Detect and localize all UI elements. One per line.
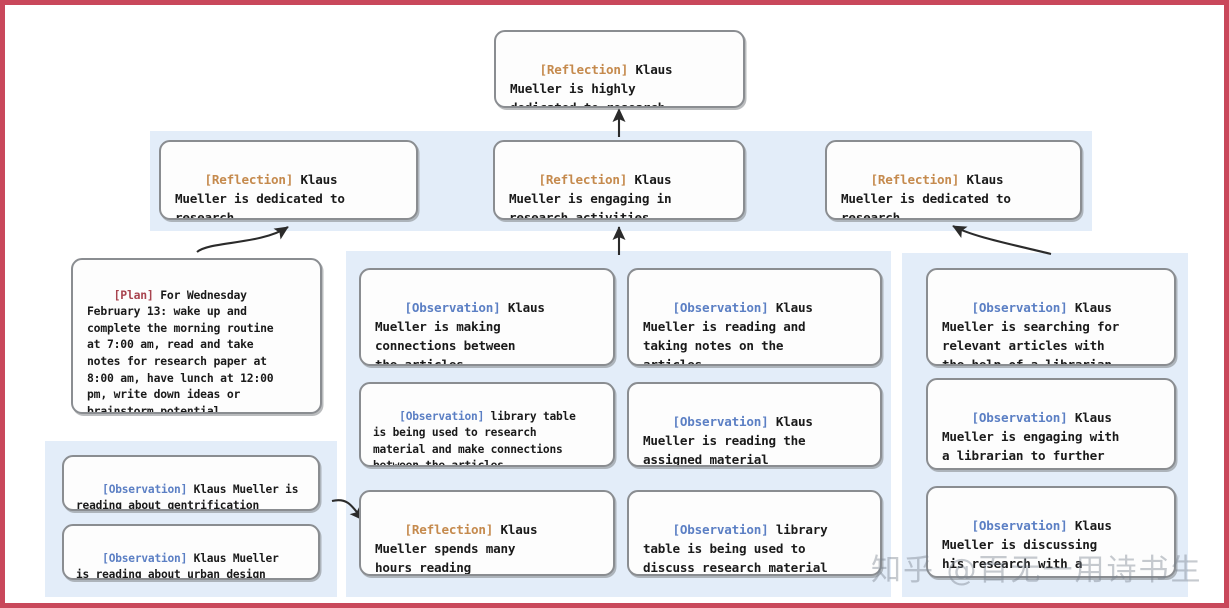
node-text: Klaus Mueller is making connections betw… — [375, 300, 545, 366]
node-col-c-3[interactable]: [Observation] Klaus Mueller is discussin… — [926, 486, 1176, 578]
tag-plan: [Plan] — [113, 287, 154, 302]
node-text: Klaus Mueller spends many hours reading — [375, 522, 538, 575]
node-text: Klaus Mueller is searching for relevant … — [942, 300, 1120, 366]
node-col-a-2[interactable]: [Observation] library table is being use… — [359, 382, 615, 467]
node-text: Klaus Mueller is discussing his research… — [942, 518, 1112, 576]
node-top-reflection[interactable]: [Reflection] Klaus Mueller is highly ded… — [494, 30, 745, 108]
node-text: library table is being used to discuss r… — [643, 522, 828, 575]
node-text: Klaus Mueller is engaging in research ac… — [509, 172, 672, 220]
tag-reflection: [Reflection] — [404, 522, 494, 537]
node-left-observation-1[interactable]: [Observation] Klaus Mueller is reading a… — [62, 455, 320, 511]
node-plan[interactable]: [Plan] For Wednesday February 13: wake u… — [71, 258, 322, 414]
tag-reflection: [Reflection] — [870, 172, 960, 187]
node-text: Klaus Mueller is reading about urban des… — [76, 551, 279, 580]
tag-observation: [Observation] — [404, 300, 501, 315]
node-text: Klaus Mueller is engaging with a librari… — [942, 410, 1120, 468]
node-col-b-3[interactable]: [Observation] library table is being use… — [627, 490, 882, 576]
tag-reflection: [Reflection] — [538, 172, 628, 187]
node-text: For Wednesday February 13: wake up and c… — [87, 287, 274, 414]
tag-observation: [Observation] — [971, 300, 1068, 315]
node-text: Klaus Mueller is dedicated to research — [175, 172, 345, 220]
node-text: library table is being used to research … — [373, 409, 576, 467]
node-col-a-3[interactable]: [Reflection] Klaus Mueller spends many h… — [359, 490, 615, 576]
node-text: Klaus Mueller is dedicated to research — [841, 172, 1011, 220]
tag-observation: [Observation] — [971, 410, 1068, 425]
node-reflection-3[interactable]: [Reflection] Klaus Mueller is dedicated … — [825, 140, 1082, 220]
tag-observation: [Observation] — [399, 409, 485, 423]
node-col-c-2[interactable]: [Observation] Klaus Mueller is engaging … — [926, 378, 1176, 470]
node-col-c-1[interactable]: [Observation] Klaus Mueller is searching… — [926, 268, 1176, 366]
tag-observation: [Observation] — [102, 482, 188, 496]
tag-reflection: [Reflection] — [204, 172, 294, 187]
tag-observation: [Observation] — [672, 300, 769, 315]
tag-observation: [Observation] — [672, 522, 769, 537]
node-col-b-1[interactable]: [Observation] Klaus Mueller is reading a… — [627, 268, 882, 366]
tag-observation: [Observation] — [672, 414, 769, 429]
node-text: Klaus Mueller is reading and taking note… — [643, 300, 813, 366]
node-text: Klaus Mueller is highly dedicated to res… — [510, 62, 673, 108]
tag-reflection: [Reflection] — [539, 62, 629, 77]
node-text: Klaus Mueller is reading the assigned ma… — [643, 414, 813, 467]
node-col-a-1[interactable]: [Observation] Klaus Mueller is making co… — [359, 268, 615, 366]
tag-observation: [Observation] — [102, 551, 188, 565]
node-reflection-1[interactable]: [Reflection] Klaus Mueller is dedicated … — [159, 140, 418, 220]
node-col-b-2[interactable]: [Observation] Klaus Mueller is reading t… — [627, 382, 882, 467]
node-left-observation-2[interactable]: [Observation] Klaus Mueller is reading a… — [62, 524, 320, 580]
tag-observation: [Observation] — [971, 518, 1068, 533]
node-text: Klaus Mueller is reading about gentrific… — [76, 482, 299, 511]
node-reflection-2[interactable]: [Reflection] Klaus Mueller is engaging i… — [493, 140, 745, 220]
